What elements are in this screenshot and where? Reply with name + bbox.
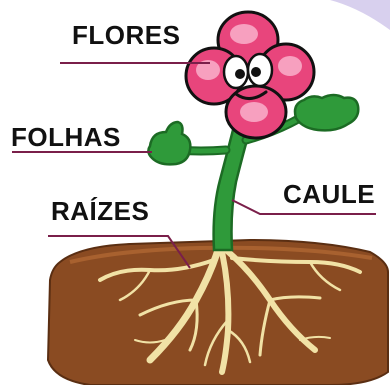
right-leaf: [295, 95, 358, 130]
label-folhas: FOLHAS: [11, 124, 121, 150]
label-caule: CAULE: [283, 181, 375, 207]
label-flores: FLORES: [72, 22, 180, 48]
corner-arc: [330, 0, 390, 30]
left-leaf: [148, 122, 190, 164]
label-raizes: RAÍZES: [51, 198, 149, 224]
soil: [48, 240, 388, 385]
